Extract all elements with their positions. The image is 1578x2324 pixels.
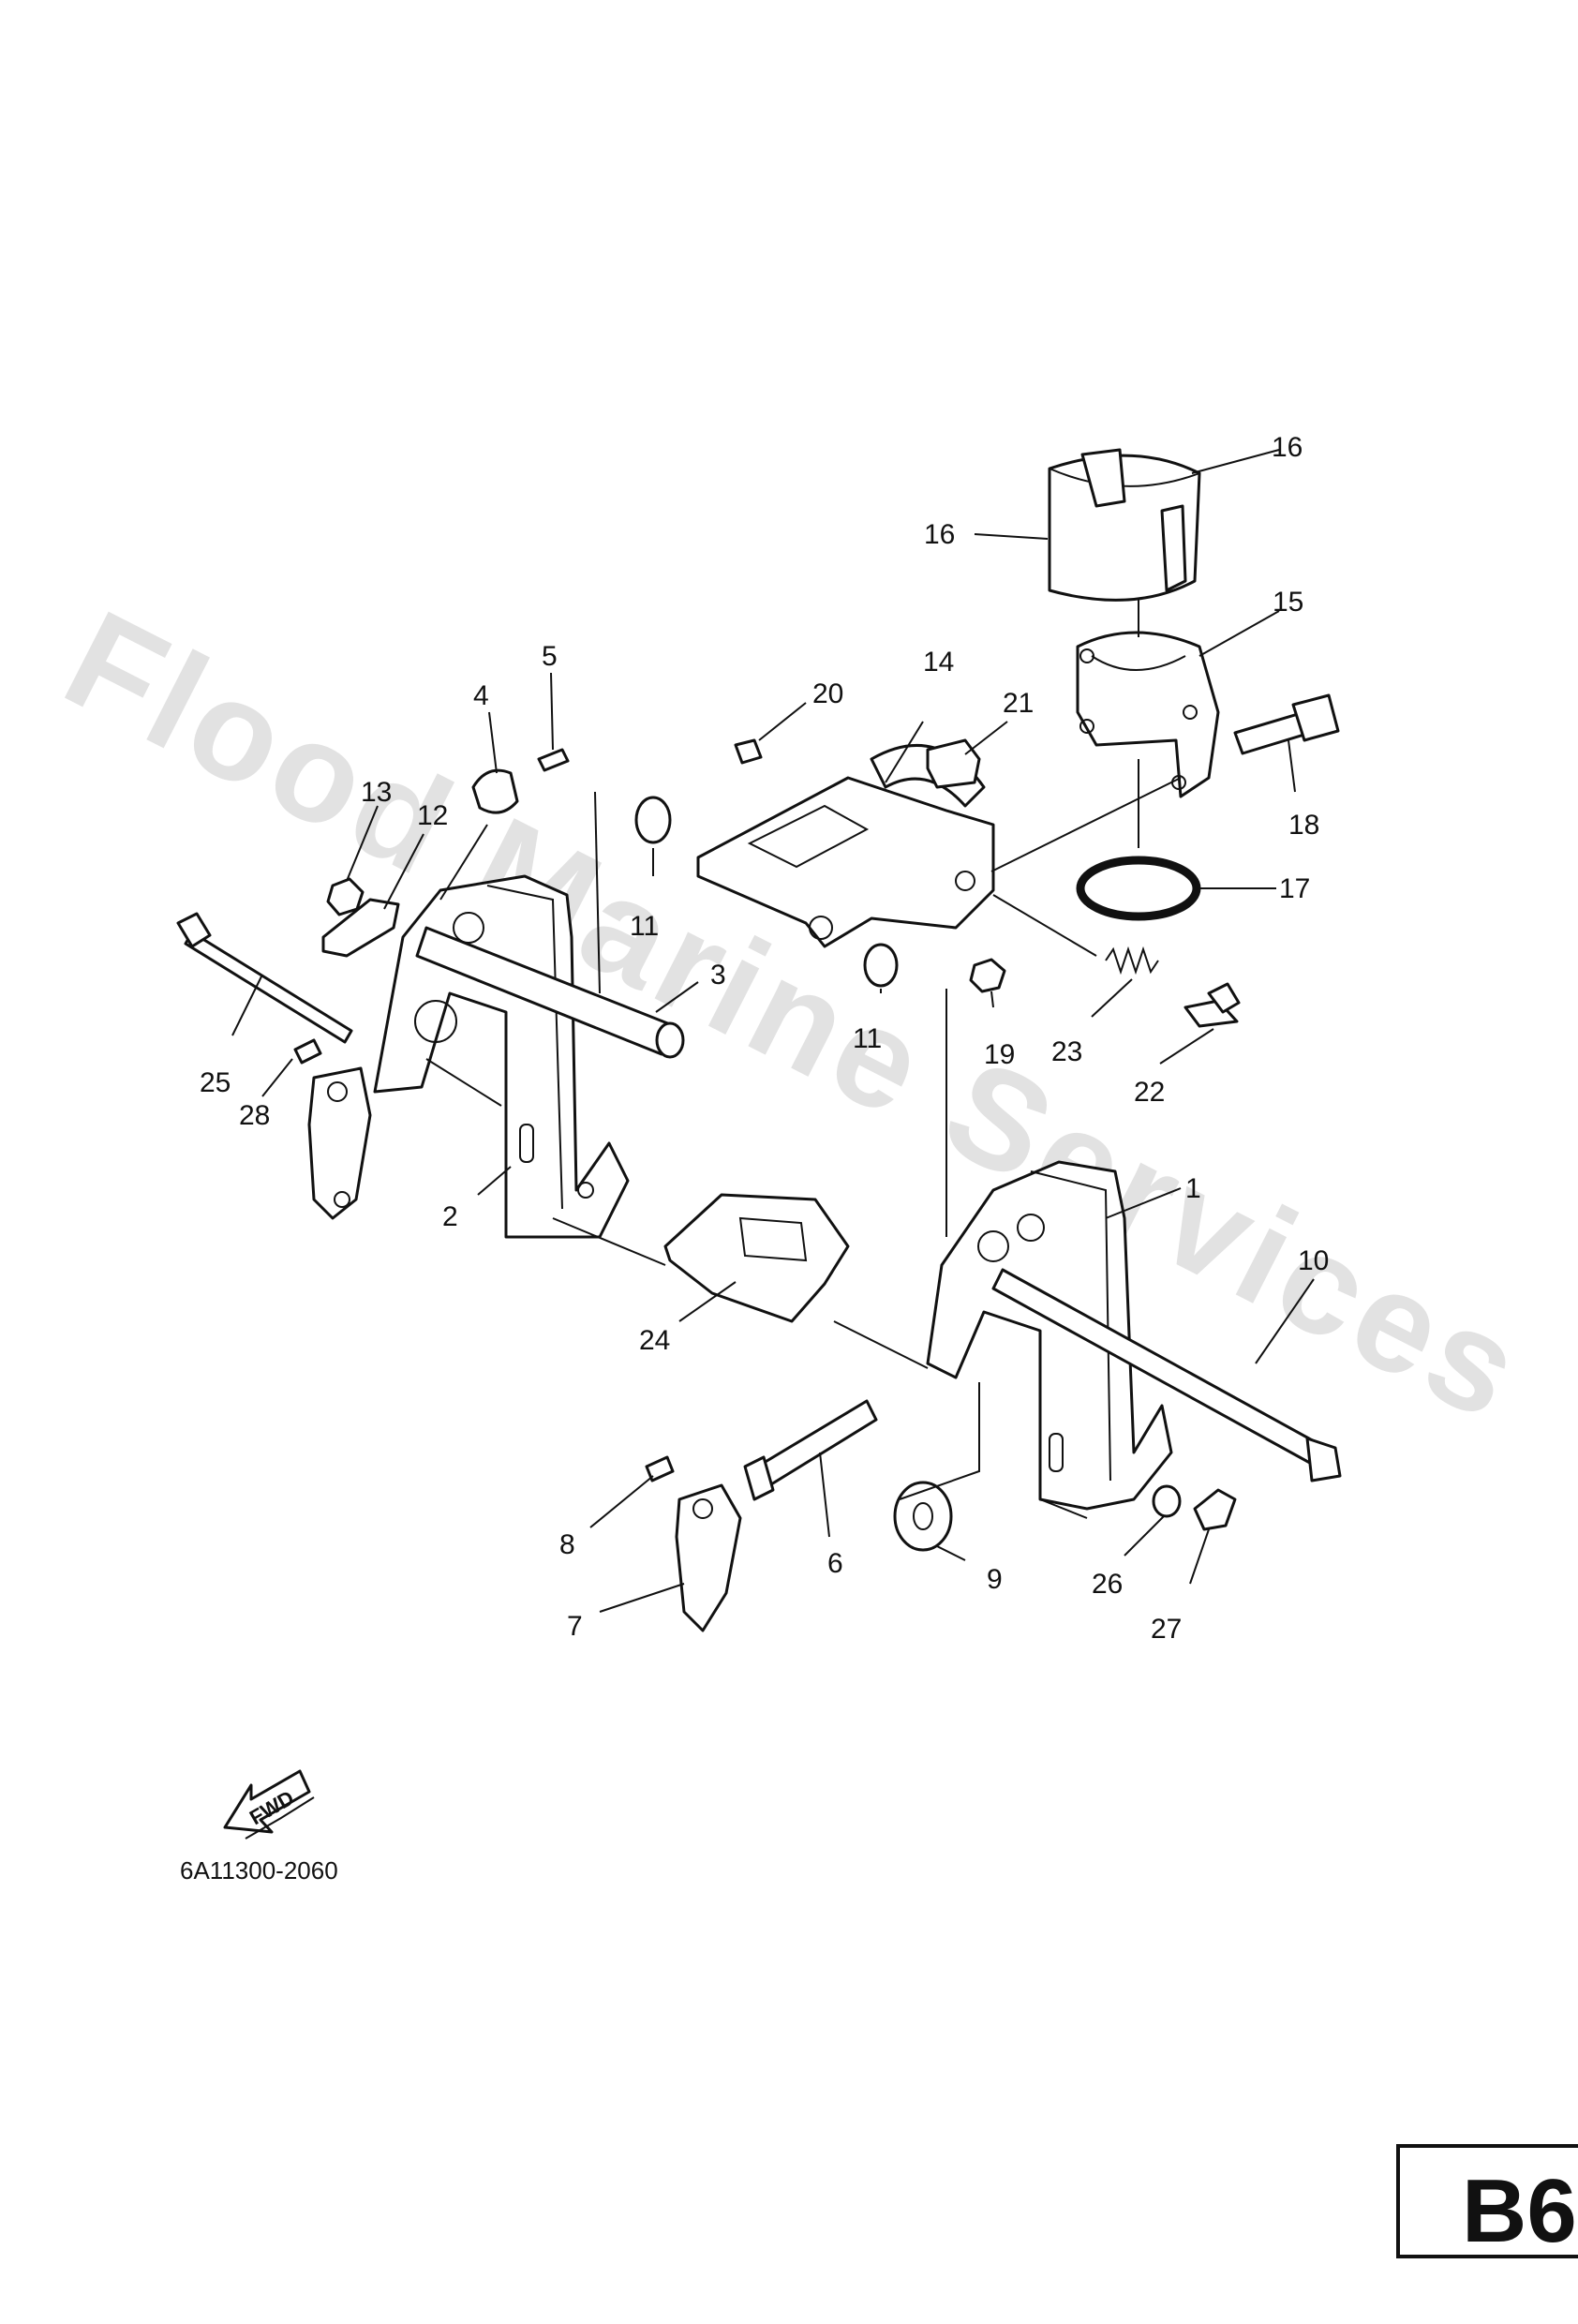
callout-26: 26 <box>1092 1569 1123 1600</box>
callout-2: 2 <box>442 1201 458 1232</box>
part-nut-19 <box>969 958 1006 993</box>
part-thumb-screw-left <box>307 1066 372 1220</box>
page-id-badge: B6 <box>1396 2144 1578 2261</box>
callout-17: 17 <box>1279 873 1310 904</box>
callout-27: 27 <box>1151 1614 1182 1645</box>
part-tilt-bracket <box>663 1193 850 1323</box>
callout-3: 3 <box>710 960 726 991</box>
part-plate-12 <box>321 898 400 958</box>
part-wing-nut-27 <box>1193 1488 1237 1531</box>
callout-10: 10 <box>1298 1245 1329 1276</box>
callout-12: 12 <box>417 800 448 831</box>
callout-6: 6 <box>827 1548 843 1579</box>
part-clamp-half <box>1076 631 1220 798</box>
callout-21: 21 <box>1003 688 1034 719</box>
callout-5: 5 <box>542 641 558 672</box>
callout-16-upper: 16 <box>1272 432 1303 463</box>
callout-4: 4 <box>473 680 489 711</box>
part-washer-26 <box>1152 1484 1182 1518</box>
callout-11-upper: 11 <box>630 911 659 942</box>
part-long-bolt-10 <box>991 1268 1342 1482</box>
part-pad-9 <box>893 1481 953 1552</box>
callout-22: 22 <box>1134 1077 1165 1108</box>
callout-13: 13 <box>361 777 392 808</box>
callout-labels: 1 2 3 4 5 6 7 8 9 10 11 11 12 13 14 15 1… <box>200 432 1329 1645</box>
part-bolt-18 <box>1233 693 1340 755</box>
part-pin-28 <box>293 1038 322 1065</box>
part-washer-11-upper <box>634 796 672 844</box>
part-washer-11-lower <box>863 943 899 988</box>
callout-9: 9 <box>987 1564 1003 1595</box>
callout-14: 14 <box>923 647 954 678</box>
callout-16-lower: 16 <box>924 519 955 550</box>
callout-7: 7 <box>567 1611 583 1642</box>
part-clamp-bracket-left <box>373 874 630 1239</box>
callout-20: 20 <box>812 678 843 709</box>
part-pin-5 <box>537 748 570 772</box>
part-upper-sleeve <box>1048 448 1201 602</box>
part-grip <box>926 738 981 789</box>
diagram-code: 6A11300-2060 <box>180 1856 338 1885</box>
callout-28: 28 <box>239 1100 270 1131</box>
callout-23: 23 <box>1051 1036 1082 1067</box>
part-cap-4 <box>471 768 519 814</box>
part-clamp-bracket-right <box>926 1160 1173 1511</box>
callout-1: 1 <box>1185 1173 1201 1204</box>
callout-8: 8 <box>559 1529 575 1560</box>
callout-24: 24 <box>639 1325 670 1356</box>
callout-18: 18 <box>1288 810 1319 841</box>
callout-25: 25 <box>200 1067 231 1098</box>
part-handle-7 <box>675 1483 742 1632</box>
part-long-bolt-25 <box>176 912 353 1044</box>
callout-19: 19 <box>984 1039 1015 1070</box>
part-pin-3 <box>415 926 685 1059</box>
part-spring <box>1105 946 1159 976</box>
part-small-bolt-20 <box>734 738 763 765</box>
page-id: B6 <box>1462 2161 1577 2261</box>
fwd-arrow-icon: FWD <box>223 1769 315 1840</box>
callout-15: 15 <box>1273 587 1303 618</box>
part-clamp-screw-6 <box>743 1399 878 1501</box>
leader-lines <box>231 449 1315 1613</box>
part-o-ring <box>1076 856 1201 921</box>
part-pin-8 <box>645 1455 675 1482</box>
assembly-lines <box>425 600 1182 1519</box>
part-wing-bolt-22 <box>1184 982 1241 1028</box>
callout-11-lower: 11 <box>853 1023 882 1054</box>
